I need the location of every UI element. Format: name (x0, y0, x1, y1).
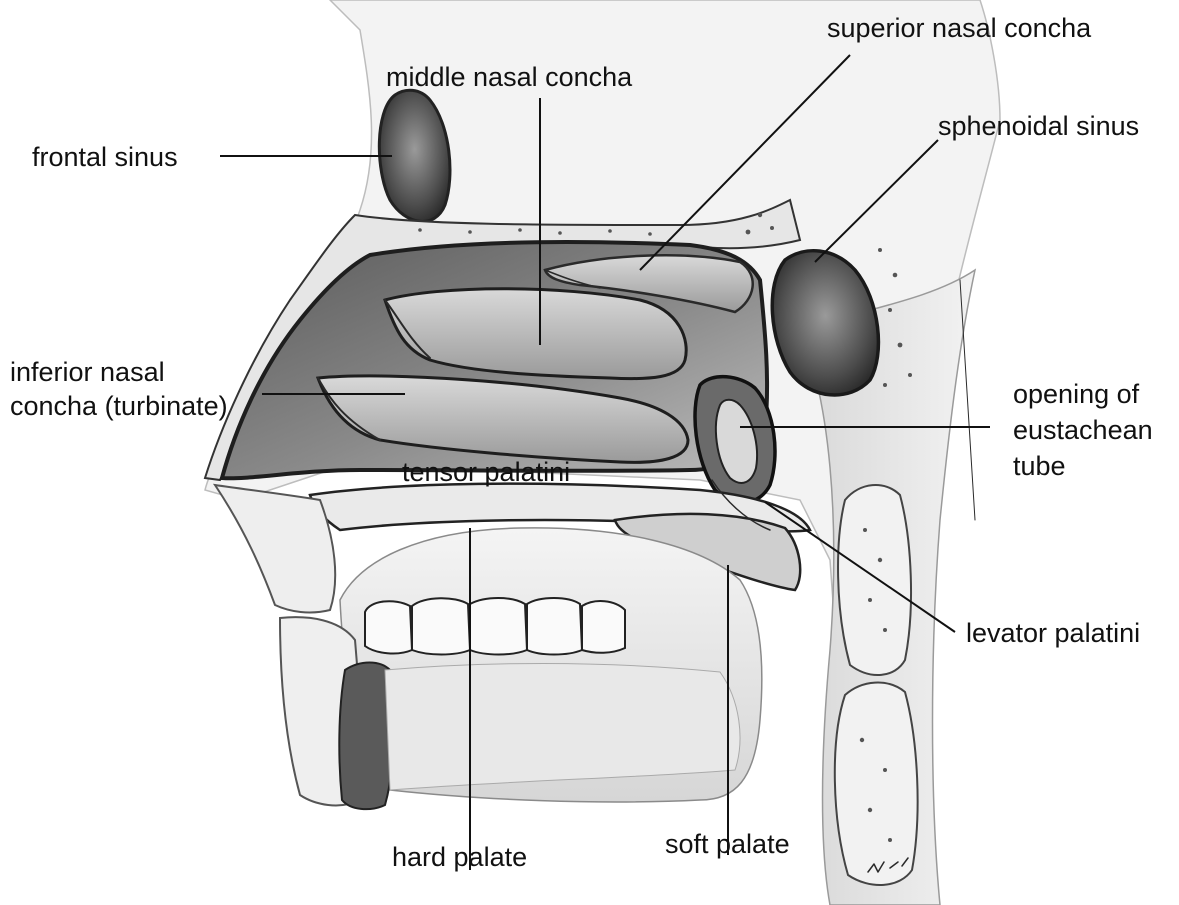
label-middle-nasal-concha: middle nasal concha (386, 62, 633, 92)
vertebra-lower (835, 683, 918, 885)
label-levator-palatini: levator palatini (966, 618, 1140, 648)
label-soft-palate: soft palate (665, 829, 790, 859)
teeth (365, 598, 625, 655)
label-tensor-palatini: tensor palatini (402, 457, 570, 487)
upper-lip-shape (215, 485, 335, 612)
label-hard-palate: hard palate (392, 842, 527, 872)
anatomy-sketch (205, 0, 1000, 905)
label-superior-nasal-concha: superior nasal concha (827, 13, 1092, 43)
floor-of-mouth (385, 664, 740, 791)
vertebra-upper (838, 485, 911, 675)
label-opening-eustachean: opening of eustachean tube (1013, 379, 1160, 481)
label-frontal-sinus: frontal sinus (32, 142, 178, 172)
label-sphenoidal-sinus: sphenoidal sinus (938, 111, 1139, 141)
label-inferior-nasal-concha: inferior nasal concha (turbinate) (10, 357, 228, 421)
